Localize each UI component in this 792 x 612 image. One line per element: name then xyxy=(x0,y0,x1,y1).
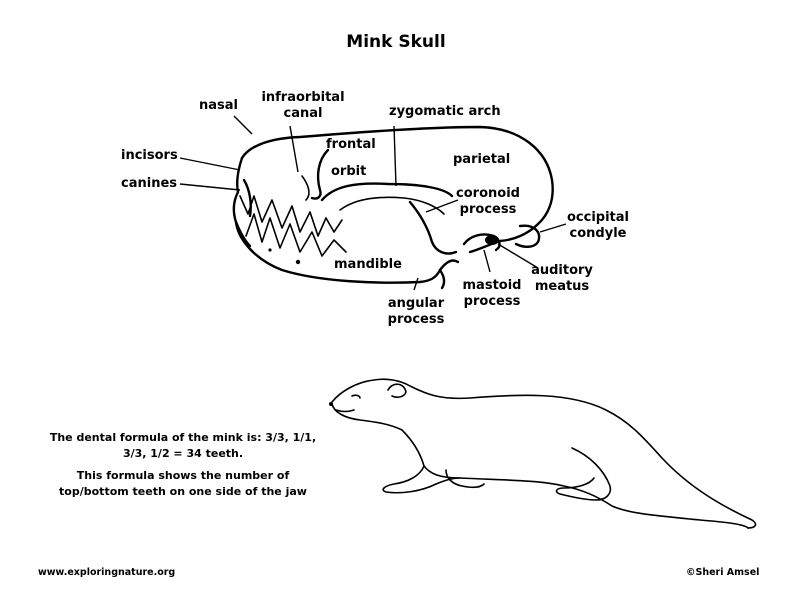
footer-copyright: ©Sheri Amsel xyxy=(686,567,760,578)
leader-nasal xyxy=(233,115,253,135)
mandible-outline xyxy=(234,220,460,284)
formula-explanation-line2: top/bottom teeth on one side of the jaw xyxy=(59,485,307,498)
label-infraorbital-line1: infraorbital xyxy=(261,90,345,105)
label-mastoid-process: mastoid process xyxy=(456,278,528,310)
label-parietal: parietal xyxy=(453,152,511,167)
label-infraorbital-line2: canal xyxy=(283,106,323,121)
label-zygomatic-arch: zygomatic arch xyxy=(389,104,501,119)
occipital-condyle-outline xyxy=(514,224,541,248)
label-incisors: incisors xyxy=(121,148,178,163)
leader-occipital xyxy=(539,223,567,233)
label-infraorbital: infraorbital canal xyxy=(258,90,348,122)
label-frontal: frontal xyxy=(326,137,376,152)
leader-angular xyxy=(413,277,419,291)
label-auditory-meatus: auditory meatus xyxy=(524,263,600,295)
skull-drawing xyxy=(232,125,554,290)
label-occipital-line2: condyle xyxy=(569,226,627,241)
label-coronoid-line1: coronoid xyxy=(456,186,520,201)
orbit-outline xyxy=(310,148,330,200)
leader-coronoid xyxy=(425,199,459,213)
label-mandible: mandible xyxy=(334,257,402,272)
label-coronoid: coronoid process xyxy=(448,186,528,218)
leader-auditory xyxy=(497,243,539,269)
label-angular-line2: process xyxy=(387,312,445,327)
label-occipital-condyle: occipital condyle xyxy=(560,210,636,242)
mink-hind-leg xyxy=(555,447,612,501)
label-canines: canines xyxy=(121,176,177,191)
leader-mastoid xyxy=(483,249,491,273)
label-mastoid-line2: process xyxy=(463,294,521,309)
mink-outline-bottom xyxy=(331,403,749,529)
zygomatic-arch-lower xyxy=(339,196,445,215)
label-occipital-line1: occipital xyxy=(566,210,629,225)
canine-tooth xyxy=(242,178,252,218)
infraorbital-canal-mark xyxy=(301,175,310,201)
mink-front-leg xyxy=(382,465,461,494)
leader-zygomatic xyxy=(393,125,397,187)
label-auditory-line1: auditory xyxy=(531,263,593,278)
leader-incisors xyxy=(179,157,241,171)
label-auditory-line2: meatus xyxy=(534,279,590,294)
skull-cranium-outline xyxy=(240,125,554,254)
leader-canines xyxy=(179,183,241,191)
formula-explanation-line1: This formula shows the number of xyxy=(76,469,290,482)
mental-foramen xyxy=(295,259,301,265)
mental-foramen-2 xyxy=(268,248,272,252)
dental-formula-line2: 3/3, 1/2 = 34 teeth. xyxy=(122,447,244,460)
mink-ear xyxy=(387,383,407,398)
mink-drawing xyxy=(329,378,757,529)
dental-formula-line1: The dental formula of the mink is: 3/3, … xyxy=(49,431,317,444)
mink-eye xyxy=(351,394,361,399)
leader-lines xyxy=(179,115,567,291)
label-angular-line1: angular xyxy=(387,296,445,311)
coronoid-process-outline xyxy=(408,200,458,255)
label-coronoid-line2: process xyxy=(459,202,517,217)
page-title: Mink Skull xyxy=(346,32,446,52)
footer-website: www.exploringnature.org xyxy=(38,567,176,578)
angular-process-outline xyxy=(438,268,446,290)
formula-explanation-note: This formula shows the number of top/bot… xyxy=(18,468,348,500)
mink-mouth xyxy=(335,409,355,413)
leader-infraorbital xyxy=(289,125,299,173)
lower-teeth xyxy=(245,213,347,257)
skull-snout-outline xyxy=(232,156,252,248)
dental-formula-note: The dental formula of the mink is: 3/3, … xyxy=(18,430,348,462)
mink-outline-top xyxy=(331,378,757,529)
upper-teeth xyxy=(239,195,343,237)
zygomatic-arch-outline xyxy=(320,182,454,202)
label-nasal: nasal xyxy=(199,98,238,113)
mink-front-leg-2 xyxy=(445,469,485,489)
auditory-meatus-mark xyxy=(485,235,499,245)
label-orbit: orbit xyxy=(331,164,367,179)
label-mastoid-line1: mastoid xyxy=(462,278,522,293)
label-angular-process: angular process xyxy=(378,296,454,328)
